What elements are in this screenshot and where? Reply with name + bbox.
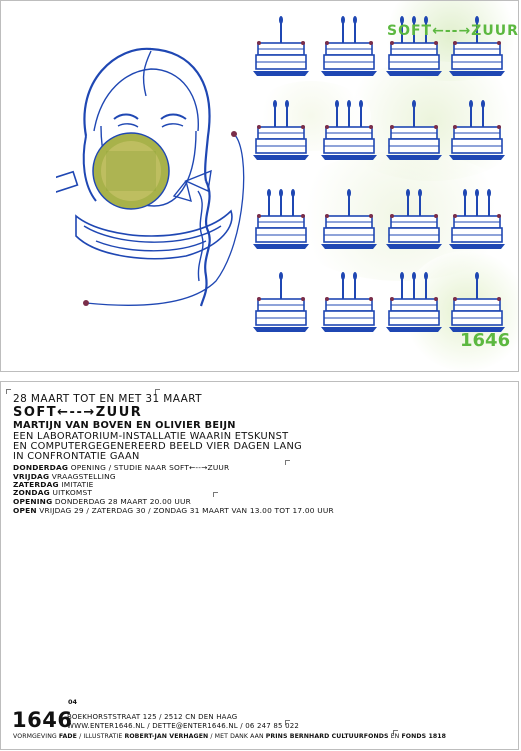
crop-mark [285, 720, 290, 725]
woman-illustration [56, 47, 245, 307]
description-line: in confrontatie gaan [13, 451, 140, 462]
cake-illustration [386, 189, 442, 249]
description-line: Een laboratorium-installatie waarin etsk… [13, 431, 289, 442]
opening-info: Opening donderdag 28 maart 20.00 uur [13, 497, 191, 506]
cake-illustration [321, 100, 377, 160]
front-brand-logo: 1646 [460, 330, 511, 351]
crop-mark [6, 389, 11, 394]
venue-contact: www.enter1646.nl / dette@enter1646.nl / … [67, 722, 300, 730]
cake-illustration [386, 16, 442, 76]
open-hours: Open vrijdag 29 / zaterdag 30 / zondag 3… [13, 506, 334, 515]
cake-illustration [386, 272, 442, 332]
event-title: SOFT←--→ZUUR [13, 405, 143, 420]
crop-mark [393, 730, 398, 735]
cake-illustration [386, 100, 442, 160]
cake-illustration [449, 272, 505, 332]
crop-mark [285, 460, 290, 465]
cake-illustration [321, 272, 377, 332]
cake-illustration [253, 100, 309, 160]
credits: Vormgeving Fade / Illustratie Robert-Jan… [13, 733, 446, 740]
cake-illustration [253, 189, 309, 249]
cake-illustration [449, 100, 505, 160]
illustrator: Robert-Jan Verhagen [124, 733, 209, 740]
schedule-day: Zondag [13, 488, 50, 497]
schedule-item: Vrijdag vraagstelling [13, 472, 116, 481]
cake-illustration [449, 189, 505, 249]
designer: Fade [58, 733, 77, 740]
schedule-item: Donderdag opening / studie naar SOFT←--→… [13, 463, 229, 472]
schedule-item: Zaterdag imitatie [13, 480, 94, 489]
open-text: vrijdag 29 / zaterdag 30 / zondag 31 maa… [39, 506, 334, 515]
sponsor: Fonds 1818 [401, 733, 447, 740]
cake-illustration [253, 16, 309, 76]
schedule-text: opening / studie naar SOFT←--→ZUUR [70, 463, 230, 472]
cake-illustration [321, 16, 377, 76]
cake-illustration [449, 16, 505, 76]
opening-label: Opening [13, 497, 53, 506]
schedule-day: Zaterdag [13, 480, 59, 489]
schedule-day: Vrijdag [13, 472, 50, 481]
credits-prefix: Vormgeving [13, 733, 57, 740]
description-line: en computergegenereerd beeld vier dagen … [13, 441, 302, 452]
issue-number: 04 [68, 698, 78, 706]
venue-logo: 1646 [12, 708, 73, 732]
thanks-and: en [390, 733, 400, 740]
venue-address: Boekhorststraat 125 / 2512 CN Den Haag [67, 713, 238, 721]
schedule-day: Donderdag [13, 463, 69, 472]
schedule-text: uitkomst [52, 488, 93, 497]
postcard-front: SOFT←--→ZUUR 1646 [0, 0, 519, 372]
artists: Martijn van Boven en Olivier Beijn [13, 420, 236, 431]
crop-mark [155, 389, 160, 394]
schedule-text: imitatie [61, 480, 94, 489]
opening-text: donderdag 28 maart 20.00 uur [54, 497, 191, 506]
crop-mark [213, 492, 218, 497]
front-brand-title: SOFT←--→ZUUR [387, 23, 519, 39]
illustration-prefix: / Illustratie [79, 733, 123, 740]
cake-illustration [321, 189, 377, 249]
sponsor: Prins Bernhard Cultuurfonds [265, 733, 389, 740]
event-dates: 28 maart tot en met 31 maart [13, 393, 202, 405]
open-label: Open [13, 506, 37, 515]
postcard-back [0, 381, 519, 750]
thanks-prefix: / met dank aan [210, 733, 264, 740]
schedule-item: Zondag uitkomst [13, 488, 92, 497]
schedule-text: vraagstelling [51, 472, 116, 481]
cake-illustration [253, 272, 309, 332]
